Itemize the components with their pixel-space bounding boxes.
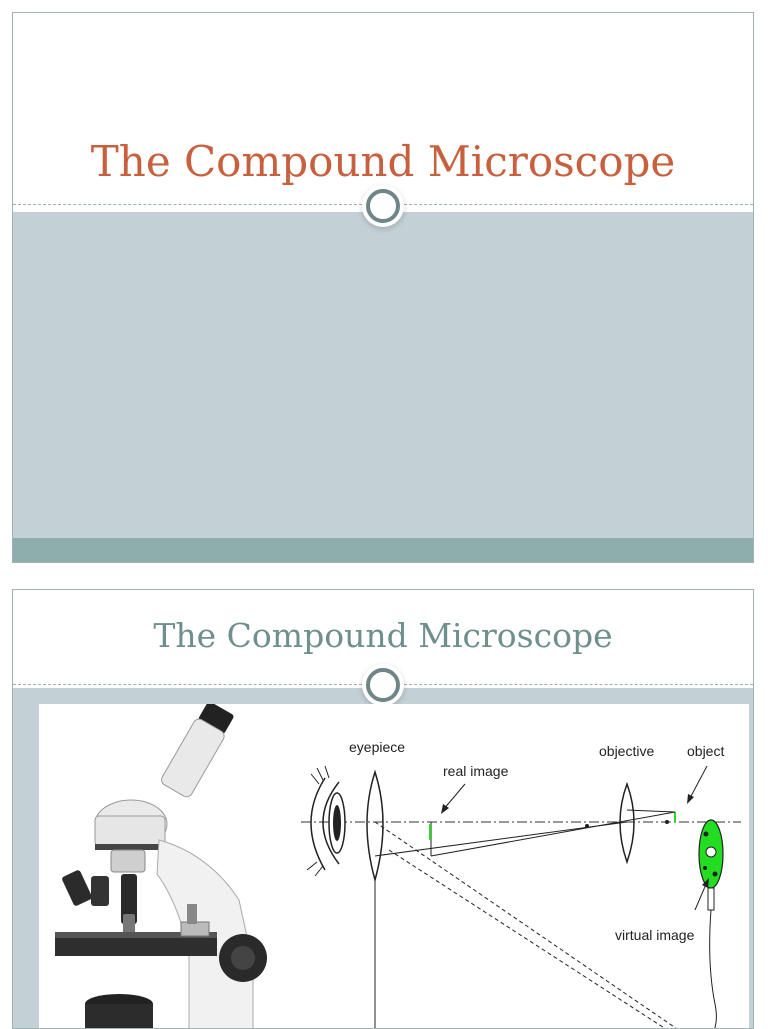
microscope-illustration	[55, 701, 267, 1028]
label-real-image: real image	[443, 763, 509, 779]
circle-icon	[366, 668, 400, 702]
title-slide: The Compound Microscope	[12, 12, 754, 563]
lens-icon	[366, 769, 384, 883]
footer-band	[13, 538, 753, 562]
circle-icon	[366, 189, 400, 223]
slide-title: The Compound Microscope	[153, 616, 613, 655]
label-objective: objective	[599, 743, 654, 759]
label-eyepiece: eyepiece	[349, 739, 405, 755]
label-object: object	[687, 743, 724, 759]
microscope-figure: eyepiece real image objective object vir…	[39, 701, 749, 1028]
label-virtual-image: virtual image	[615, 927, 695, 943]
slide-title: The Compound Microscope	[90, 137, 676, 186]
microscope-diagram-svg: eyepiece real image objective object vir…	[55, 701, 741, 1028]
content-slide: The Compound Microscope	[12, 589, 754, 1029]
content-band	[13, 212, 753, 538]
eye-icon	[306, 765, 346, 877]
lens-icon	[619, 781, 635, 865]
optics-diagram: eyepiece real image objective object vir…	[301, 739, 741, 1028]
